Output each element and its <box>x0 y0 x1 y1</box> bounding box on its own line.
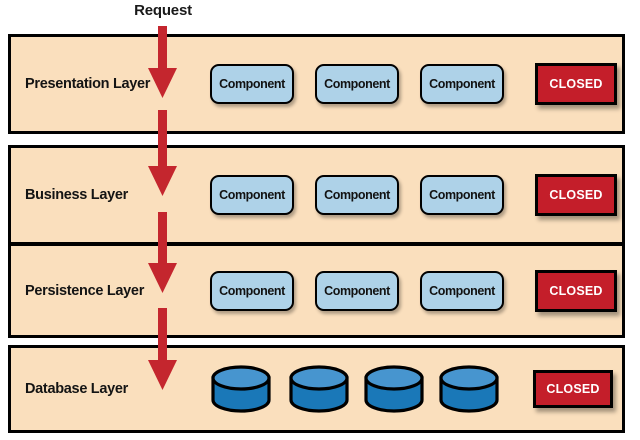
component-label: Component <box>219 283 285 298</box>
status-badge-closed: CLOSED <box>535 63 617 105</box>
layer-label-business: Business Layer <box>25 187 128 203</box>
component-box[interactable]: Component <box>420 175 504 215</box>
layer-band-business: Business Layer Component Component Compo… <box>8 145 625 245</box>
component-box[interactable]: Component <box>420 270 504 311</box>
status-badge-closed: CLOSED <box>535 174 617 216</box>
component-label: Component <box>324 283 390 298</box>
layer-band-presentation: Presentation Layer Component Component C… <box>8 34 625 134</box>
layer-label-presentation: Presentation Layer <box>25 76 151 92</box>
component-box[interactable]: Component <box>420 64 504 104</box>
closed-badge-label: CLOSED <box>549 77 603 91</box>
database-cylinder[interactable] <box>363 364 425 414</box>
component-label: Component <box>429 188 495 202</box>
component-label: Component <box>219 77 285 91</box>
component-label: Component <box>324 77 390 91</box>
component-label: Component <box>324 188 390 202</box>
database-cylinder[interactable] <box>438 364 500 414</box>
component-box[interactable]: Component <box>210 64 294 104</box>
component-box[interactable]: Component <box>315 270 399 311</box>
status-badge-closed: CLOSED <box>533 370 613 408</box>
database-cylinder[interactable] <box>210 364 272 414</box>
layer-label-persistence: Persistence Layer <box>25 282 145 299</box>
closed-badge-label: CLOSED <box>549 188 603 202</box>
layer-band-database: Database Layer CLOS <box>8 345 625 433</box>
component-label: Component <box>429 283 495 298</box>
component-label: Component <box>429 77 495 91</box>
status-badge-closed: CLOSED <box>535 269 617 312</box>
layer-band-persistence: Persistence Layer Component Component Co… <box>8 243 625 338</box>
layer-label-database: Database Layer <box>25 381 128 397</box>
component-box[interactable]: Component <box>315 175 399 215</box>
component-label: Component <box>219 188 285 202</box>
component-box[interactable]: Component <box>210 175 294 215</box>
request-label: Request <box>134 2 192 19</box>
component-box[interactable]: Component <box>210 270 294 311</box>
closed-badge-label: CLOSED <box>546 382 600 396</box>
component-box[interactable]: Component <box>315 64 399 104</box>
closed-badge-label: CLOSED <box>549 283 603 298</box>
database-cylinder[interactable] <box>288 364 350 414</box>
